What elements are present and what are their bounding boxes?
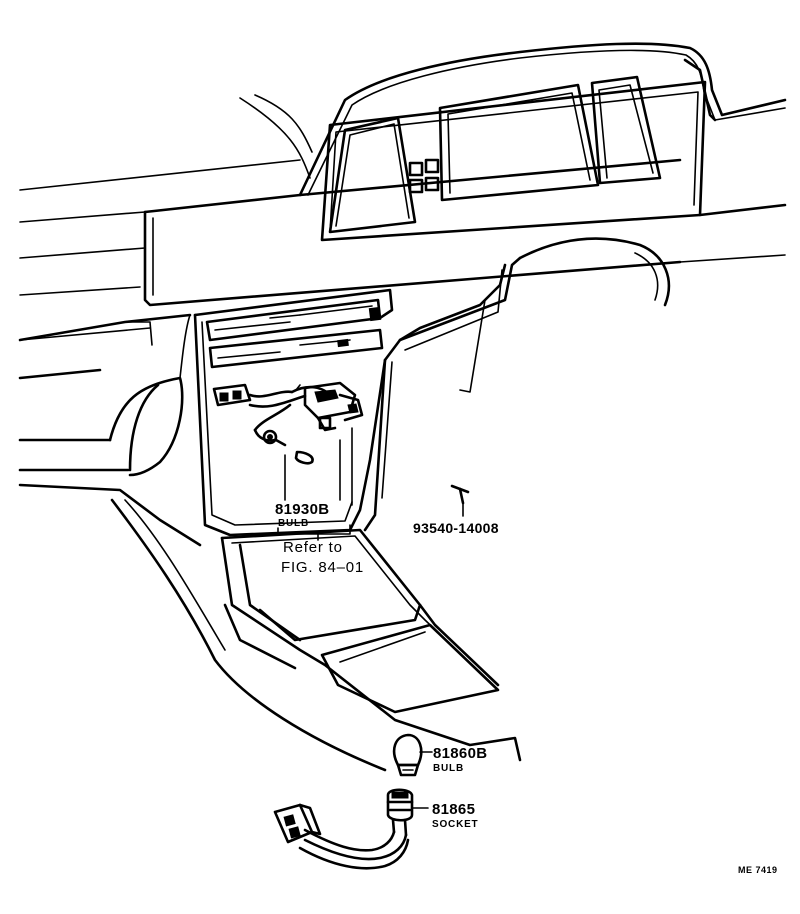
reference-line-1: Refer to bbox=[283, 539, 343, 556]
drawing-code: ME 7419 bbox=[738, 865, 778, 875]
part-number: 81865 bbox=[432, 801, 475, 818]
reference-note: Refer to FIG. 84–01 bbox=[281, 539, 364, 576]
part-label-93540-14008: 93540-14008 bbox=[413, 520, 499, 536]
part-number: 93540-14008 bbox=[413, 520, 499, 536]
bulb-icon bbox=[392, 733, 433, 777]
reference-line-2: FIG. 84–01 bbox=[281, 559, 364, 576]
switch-assembly bbox=[212, 381, 364, 506]
dashboard-outline bbox=[18, 42, 787, 772]
part-number: 81860B bbox=[433, 745, 487, 762]
part-name: BULB bbox=[278, 518, 309, 529]
part-label-81930b: 81930B BULB bbox=[275, 501, 329, 529]
screw-icon bbox=[450, 484, 470, 517]
part-number: 81930B bbox=[275, 501, 329, 518]
socket-icon bbox=[273, 788, 429, 870]
part-name: BULB bbox=[433, 763, 464, 774]
reference-bracket bbox=[277, 524, 351, 535]
part-label-81860b: 81860B BULB bbox=[433, 745, 487, 774]
part-label-81865: 81865 SOCKET bbox=[432, 801, 478, 830]
part-name: SOCKET bbox=[432, 819, 478, 830]
